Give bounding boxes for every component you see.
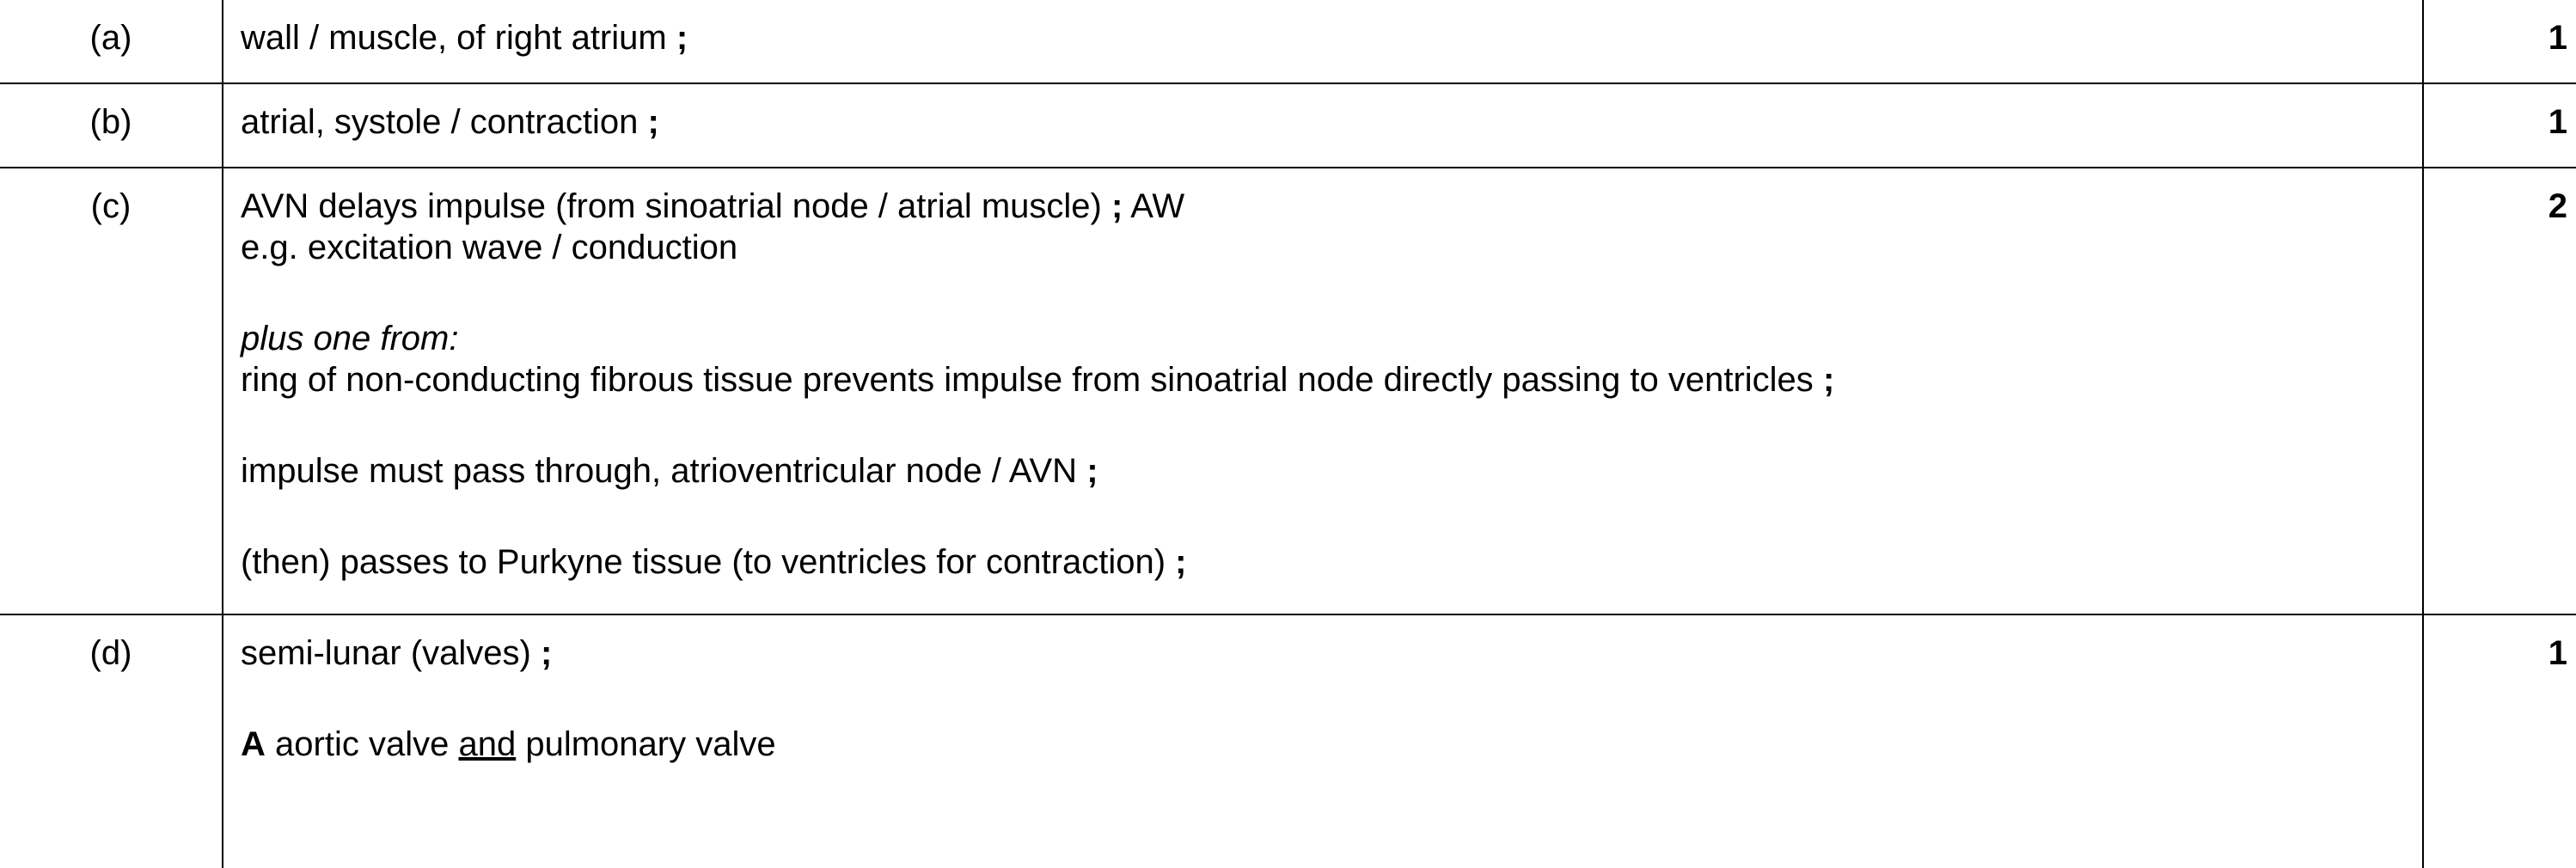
spacer (241, 492, 2422, 541)
mark-point-semicolon: ; (1086, 452, 1098, 490)
mark-point-line: (then) passes to Purkyne tissue (to vent… (241, 541, 2422, 583)
spacer (241, 674, 2422, 724)
marks-cell: 1 (2423, 0, 2576, 84)
answer-line: AVN delays impulse (from sinoatrial node… (241, 186, 2422, 227)
answer-cell: AVN delays impulse (from sinoatrial node… (223, 167, 2424, 615)
spacer (241, 268, 2422, 318)
question-part-label: (b) (0, 83, 223, 168)
answer-line: atrial, systole / contraction ; (241, 101, 2422, 143)
mark-point-semicolon: ; (676, 19, 688, 57)
answer-line: semi-lunar (valves) ; (241, 633, 2422, 674)
question-part-label: (a) (0, 0, 223, 84)
answer-line: wall / muscle, of right atrium ; (241, 17, 2422, 58)
spacer (241, 400, 2422, 450)
table-row: (d) semi-lunar (valves) ; A aortic valve… (0, 614, 2576, 868)
mark-point-text: ring of non-conducting fibrous tissue pr… (241, 361, 1814, 399)
alternative-wording-note: AW (1130, 187, 1185, 225)
mark-point-semicolon: ; (1822, 361, 1835, 399)
example-line: e.g. excitation wave / conduction (241, 229, 738, 266)
answer-cell: wall / muscle, of right atrium ; (223, 0, 2424, 84)
answer-text: AVN delays impulse (from sinoatrial node… (241, 187, 1102, 225)
question-part-label: (d) (0, 614, 223, 868)
answer-text: wall / muscle, of right atrium (241, 19, 667, 57)
mark-point-text: impulse must pass through, atrioventricu… (241, 452, 1078, 490)
table-row: (b) atrial, systole / contraction ; 1 (0, 83, 2576, 168)
accept-and-underlined: and (458, 725, 517, 763)
mark-point-semicolon: ; (540, 634, 553, 672)
mark-point-semicolon: ; (1175, 543, 1187, 581)
mark-point-line: impulse must pass through, atrioventricu… (241, 450, 2422, 492)
accept-text-pre: aortic valve (275, 725, 450, 763)
accept-line: A aortic valve and pulmonary valve (241, 724, 2422, 765)
table-row: (a) wall / muscle, of right atrium ; 1 (0, 0, 2576, 84)
answer-cell: semi-lunar (valves) ; A aortic valve and… (223, 614, 2424, 868)
answer-text: atrial, systole / contraction (241, 103, 639, 141)
answer-text: semi-lunar (valves) (241, 634, 531, 672)
marks-cell: 1 (2423, 83, 2576, 168)
marks-cell: 1 (2423, 614, 2576, 868)
accept-label: A (241, 725, 266, 763)
mark-point-semicolon: ; (647, 103, 659, 141)
table-row: (c) AVN delays impulse (from sinoatrial … (0, 167, 2576, 615)
mark-point-semicolon: ; (1111, 187, 1123, 225)
mark-point-text: (then) passes to Purkyne tissue (to vent… (241, 543, 1166, 581)
question-part-label: (c) (0, 167, 223, 615)
accept-text-post: pulmonary valve (525, 725, 776, 763)
mark-point-line: ring of non-conducting fibrous tissue pr… (241, 359, 2422, 400)
answer-cell: atrial, systole / contraction ; (223, 83, 2424, 168)
plus-one-from-heading: plus one from: (241, 320, 459, 358)
marks-cell: 2 (2423, 167, 2576, 615)
